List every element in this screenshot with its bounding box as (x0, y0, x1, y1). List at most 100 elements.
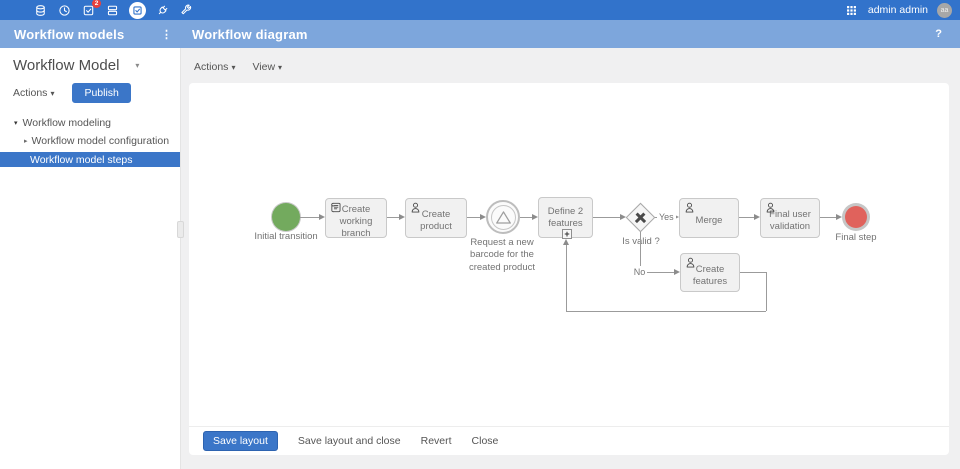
task-node-create-working-branch[interactable]: Create working branch (325, 198, 387, 239)
tree-item-workflow-modeling[interactable]: ▾ Workflow modeling (0, 116, 180, 130)
canvas-footer: Save layout Save layout and close Revert… (189, 426, 949, 455)
view-menu-label: View (252, 61, 276, 73)
chevron-down-icon: ▾ (231, 63, 236, 72)
loop-edge (566, 244, 567, 311)
script-task-icon (329, 201, 342, 214)
stack-icon[interactable] (105, 3, 120, 18)
arrowhead-icon (836, 214, 842, 220)
arrowhead-icon (754, 214, 760, 220)
start-event-node[interactable] (272, 203, 300, 231)
tasks-icon[interactable]: 2 (81, 0, 101, 18)
diagram-toolbar: Actions▾ View▾ (181, 48, 960, 73)
diagram-canvas[interactable]: Initial transition Create working branch (189, 83, 949, 455)
actions-menu[interactable]: Actions▾ (194, 61, 235, 73)
navigation-tree: ▾ Workflow modeling ▸ Workflow model con… (0, 116, 180, 167)
sidebar-actions-label: Actions (13, 87, 48, 99)
node-label: Create product (420, 209, 452, 232)
flow-edge (520, 217, 532, 218)
loop-edge (740, 272, 766, 273)
event-node-barcode[interactable] (486, 200, 520, 234)
apps-grid-icon[interactable] (844, 3, 859, 18)
notification-badge: 2 (92, 0, 101, 8)
workflow-diagram: Initial transition Create working branch (189, 83, 949, 426)
arrowhead-icon (673, 214, 679, 220)
node-label: Is valid ? (622, 236, 660, 247)
subprocess-expand-button[interactable]: + (562, 229, 572, 239)
exclusive-gateway-node[interactable] (625, 202, 656, 233)
node-label: Final step (835, 232, 877, 243)
task-node-create-product[interactable]: Create product (405, 198, 467, 238)
sidebar-header: Workflow models ⋮ (0, 20, 181, 48)
arrowhead-icon (399, 214, 405, 220)
save-layout-button[interactable]: Save layout (203, 431, 278, 451)
close-button[interactable]: Close (471, 435, 499, 447)
flow-edge (593, 217, 620, 218)
flow-edge (387, 217, 399, 218)
flow-edge-no (640, 232, 641, 266)
chevron-down-icon[interactable]: ▾ (135, 61, 140, 70)
user-task-icon (683, 201, 696, 214)
tree-item-workflow-model-steps[interactable]: Workflow model steps (0, 152, 180, 167)
kebab-menu-icon[interactable]: ⋮ (161, 28, 172, 41)
user-task-icon (409, 201, 422, 214)
task-node-create-features[interactable]: Create features (680, 253, 740, 292)
node-label: Define 2 features (547, 205, 584, 229)
node-label: Create working branch (339, 204, 373, 239)
actions-menu-label: Actions (194, 61, 229, 73)
edge-label-no: No (630, 267, 649, 278)
tree-item-label: Workflow model steps (30, 153, 133, 166)
arrowhead-icon (319, 214, 325, 220)
revert-button[interactable]: Revert (420, 435, 452, 447)
clock-icon[interactable] (57, 3, 72, 18)
flow-edge (820, 217, 836, 218)
flow-edge (467, 217, 480, 218)
avatar[interactable]: aa (937, 2, 952, 18)
node-label: Final user validation (769, 209, 811, 232)
topbar-user-area: admin admin aa (844, 2, 952, 18)
sidebar-header-title: Workflow models (14, 26, 125, 42)
edge-label-yes: Yes (657, 212, 676, 223)
panel-resize-handle[interactable] (177, 221, 184, 238)
caret-collapsed-icon[interactable]: ▸ (24, 138, 28, 145)
caret-expanded-icon[interactable]: ▾ (14, 120, 18, 127)
main-panel: Actions▾ View▾ Initial transition Create… (181, 48, 960, 469)
workflow-icon[interactable] (129, 1, 146, 19)
loop-edge (766, 272, 767, 311)
node-label: Merge (695, 215, 723, 227)
page-header: Workflow diagram ? (181, 20, 960, 48)
user-task-icon (764, 201, 777, 214)
user-name[interactable]: admin admin (867, 4, 928, 16)
arrowhead-icon (620, 214, 626, 220)
view-menu[interactable]: View▾ (252, 61, 282, 73)
chevron-down-icon: ▾ (278, 63, 283, 72)
flow-edge-no (647, 272, 674, 273)
end-event-node[interactable] (845, 206, 867, 228)
chevron-down-icon: ▾ (50, 89, 55, 98)
help-button[interactable]: ? (935, 28, 942, 40)
arrowhead-icon (532, 214, 538, 220)
sub-header: Workflow models ⋮ Workflow diagram ? (0, 20, 960, 48)
sidebar-actions-menu[interactable]: Actions▾ (13, 87, 54, 99)
event-inner-circle (490, 204, 516, 230)
flow-edge (300, 217, 319, 218)
triangle-icon (495, 210, 511, 224)
publish-button[interactable]: Publish (72, 83, 131, 103)
arrowhead-icon (563, 239, 569, 245)
topbar: 2 admin admin aa (0, 0, 960, 20)
arrowhead-icon (674, 269, 680, 275)
flow-edge (739, 217, 754, 218)
task-node-merge[interactable]: Merge (679, 198, 739, 238)
app-body: Workflow Model ▾ Actions▾ Publish ▾ Work… (0, 48, 960, 469)
topbar-menu-icons: 2 (33, 0, 194, 19)
task-node-final-user-validation[interactable]: Final user validation (760, 198, 820, 238)
wrench-icon[interactable] (179, 3, 194, 18)
save-layout-and-close-button[interactable]: Save layout and close (297, 435, 401, 447)
node-label: Initial transition (254, 231, 318, 242)
node-label: Request a new barcode for the created pr… (468, 237, 535, 273)
tree-item-label: Workflow model configuration (31, 135, 170, 147)
tree-item-workflow-model-configuration[interactable]: ▸ Workflow model configuration (0, 134, 180, 148)
sidebar: Workflow Model ▾ Actions▾ Publish ▾ Work… (0, 48, 181, 469)
database-icon[interactable] (33, 3, 48, 18)
node-label: Create features (692, 263, 728, 287)
plug-icon[interactable] (155, 3, 170, 18)
